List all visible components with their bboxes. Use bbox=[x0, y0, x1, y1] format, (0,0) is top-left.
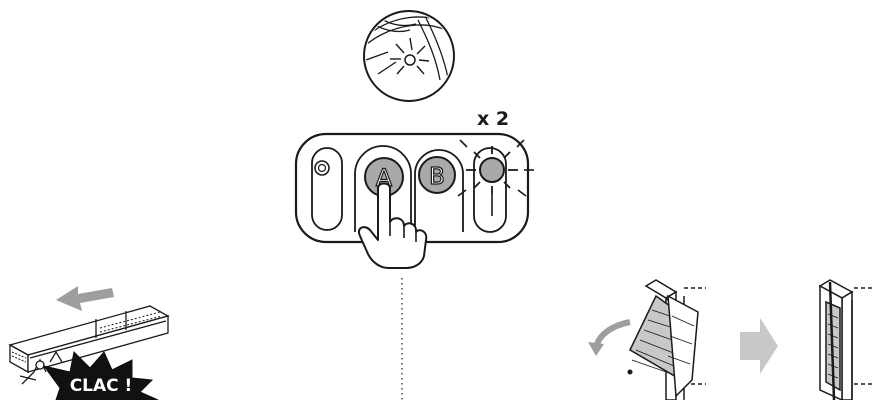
button-b-label: B bbox=[429, 164, 445, 190]
clac-burst-label: CLAC ! bbox=[70, 376, 133, 396]
button-b[interactable]: B bbox=[419, 157, 455, 193]
gate-closed-state bbox=[820, 280, 874, 400]
small-round-button[interactable] bbox=[312, 148, 342, 230]
remote-control-panel: A B bbox=[296, 108, 534, 242]
light-bulb-glow-icon bbox=[362, 11, 456, 101]
right-arrow-icon bbox=[740, 318, 778, 374]
slide-left-arrow-icon bbox=[56, 286, 114, 311]
blink-count-label: x 2 bbox=[477, 108, 509, 130]
rotate-counterclockwise-arrow-icon bbox=[588, 322, 630, 356]
gate-open-state bbox=[628, 280, 706, 400]
